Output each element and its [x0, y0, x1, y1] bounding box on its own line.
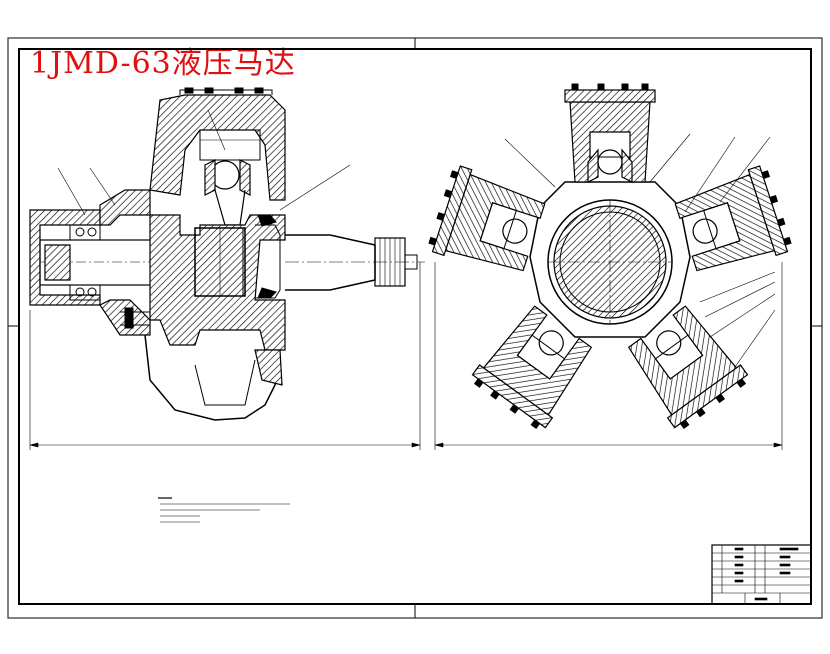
drawing-title: 1JMD-63液压马达 [30, 46, 296, 81]
title-block [711, 544, 812, 605]
radial-section-view [428, 83, 792, 450]
technical-notes [158, 497, 290, 523]
cylinder-top [564, 83, 656, 183]
side-section-view [29, 87, 425, 450]
